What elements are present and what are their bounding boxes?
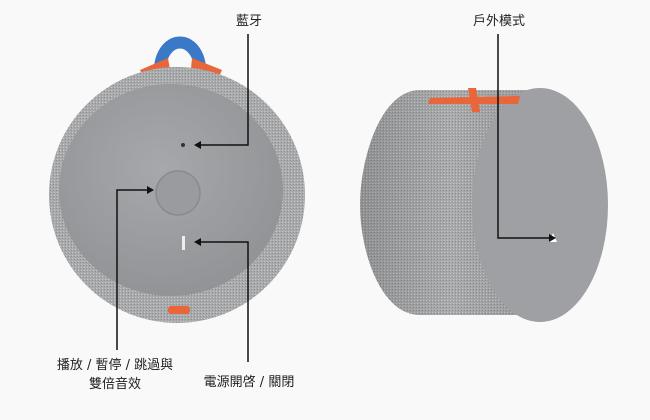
bluetooth-button-icon [181,143,185,147]
strap-tab-bottom [168,306,190,314]
callout-lines [116,34,552,362]
play-pause-label: 播放 / 暫停 / 跳過與 雙倍音效 [57,356,173,394]
outdoor-mode-label: 戶外模式 [472,14,526,29]
bottom-face [472,88,608,322]
play-pause-label-line1: 播放 / 暫停 / 跳過與 [56,358,174,373]
play-pause-label-line2: 雙倍音效 [88,377,142,392]
speaker-side-view [360,88,608,322]
power-label: 電源開啓 / 關閉 [203,375,295,390]
bluetooth-label: 藍牙 [235,14,263,29]
callout-arrows [147,141,556,246]
power-button-icon [182,236,185,250]
play-pause-button [155,170,201,216]
speaker-top-view [49,36,305,323]
